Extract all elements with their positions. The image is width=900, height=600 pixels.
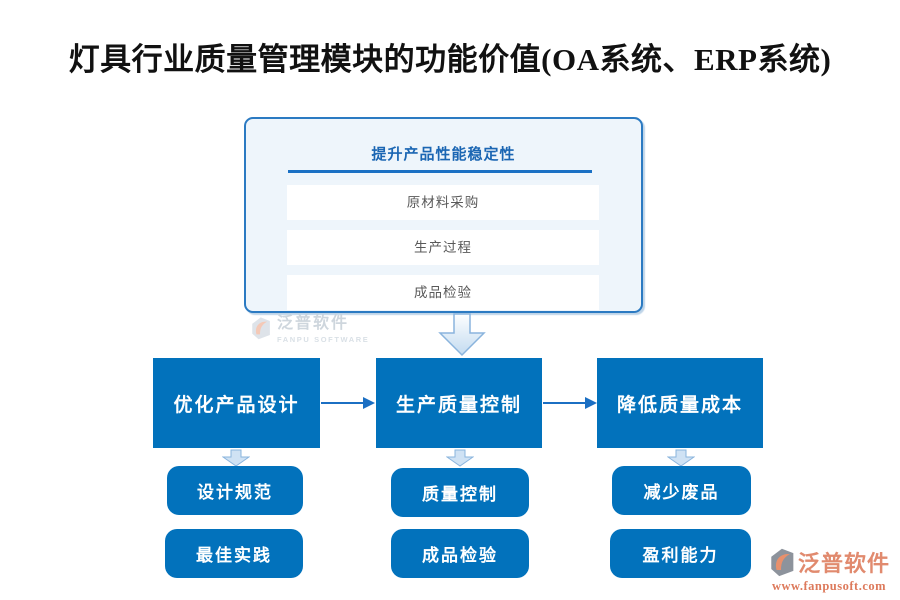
child-box-best-practice: 最佳实践 [165,529,303,578]
down-arrow-icon [667,449,695,467]
top-panel: 提升产品性能稳定性 原材料采购 生产过程 成品检验 [244,117,643,313]
child-box-final-inspection: 成品检验 [391,529,529,578]
flow-node-production-quality-control: 生产质量控制 [376,358,542,448]
site-logo-brand: 泛普软件 [798,551,891,576]
flow-node-label: 生产质量控制 [395,394,522,416]
child-box-label: 减少废品 [643,483,720,502]
site-logo: 泛普软件 www.fanpusoft.com [766,546,892,594]
watermark: 泛普软件 FANPU SOFTWARE [248,315,369,344]
child-box-label: 最佳实践 [196,546,272,565]
fanpu-watermark-icon [252,317,270,340]
down-arrow-icon [446,449,474,467]
panel-item-production-process: 生产过程 [287,230,599,265]
right-arrow-icon [543,397,597,409]
child-box-label: 成品检验 [422,546,498,565]
flow-node-optimize-design: 优化产品设计 [153,358,320,448]
page-title: 灯具行业质量管理模块的功能价值(OA系统、ERP系统) [68,42,832,77]
child-box-design-standard: 设计规范 [167,466,303,515]
down-arrow-icon [438,313,486,357]
panel-item-raw-material: 原材料采购 [287,185,599,220]
top-panel-heading: 提升产品性能稳定性 [371,146,516,163]
flow-node-reduce-quality-cost: 降低质量成本 [597,358,763,448]
flow-node-label: 优化产品设计 [173,394,300,416]
child-box-label: 盈利能力 [642,546,719,565]
child-box-profitability: 盈利能力 [610,529,751,578]
child-box-reduce-scrap: 减少废品 [612,466,751,515]
heading-underline [288,170,592,173]
panel-item-final-inspection: 成品检验 [287,275,599,310]
child-box-label: 质量控制 [422,485,498,504]
site-logo-url: www.fanpusoft.com [771,579,887,593]
child-box-label: 设计规范 [197,483,273,502]
watermark-brand: 泛普软件 [277,315,350,332]
watermark-subtext: FANPU SOFTWARE [277,335,370,344]
down-arrow-icon [222,449,250,467]
fanpu-logo-icon [771,548,794,577]
flow-node-label: 降低质量成本 [616,394,743,416]
right-arrow-icon [321,397,375,409]
child-box-quality-control: 质量控制 [391,468,529,517]
